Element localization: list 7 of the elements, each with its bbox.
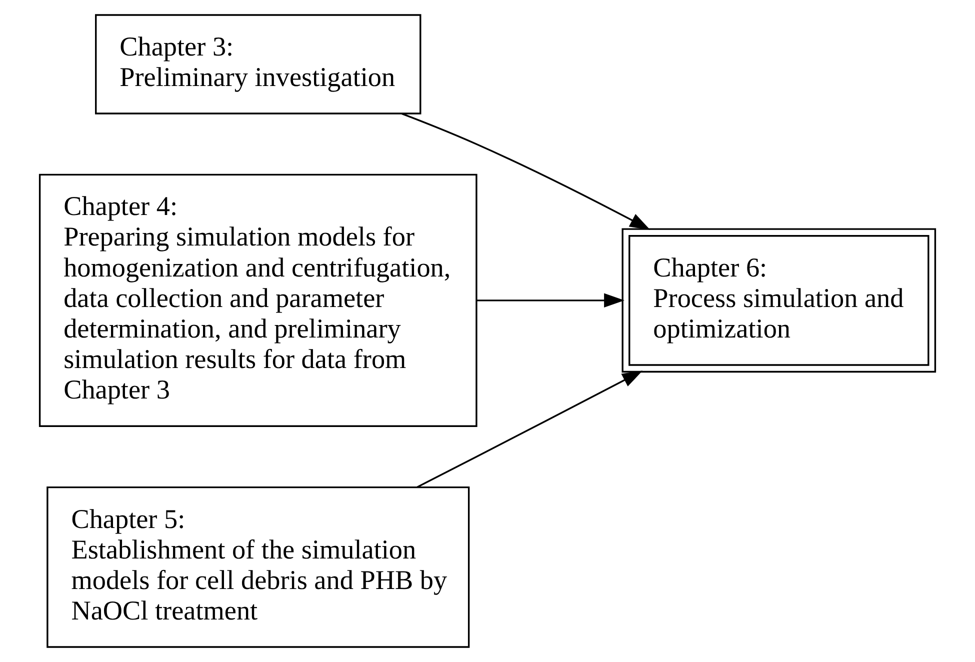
arrow — [476, 293, 624, 308]
node-box: Chapter 3: Preliminary investigation — [95, 14, 422, 114]
node-box: Chapter 4: Preparing simulation models for homogenization and centrifugation, data collection and parameter determination, and preliminary simulation results for data from Chapter 3 — [38, 174, 478, 427]
node-box: Chapter 6: Process simulation and optimization — [622, 228, 936, 373]
arrow — [416, 370, 643, 488]
node-box: Chapter 5: Establishment of the simulation models for cell debris and PHB by NaOCl treatment — [46, 486, 470, 648]
arrow — [402, 112, 650, 230]
